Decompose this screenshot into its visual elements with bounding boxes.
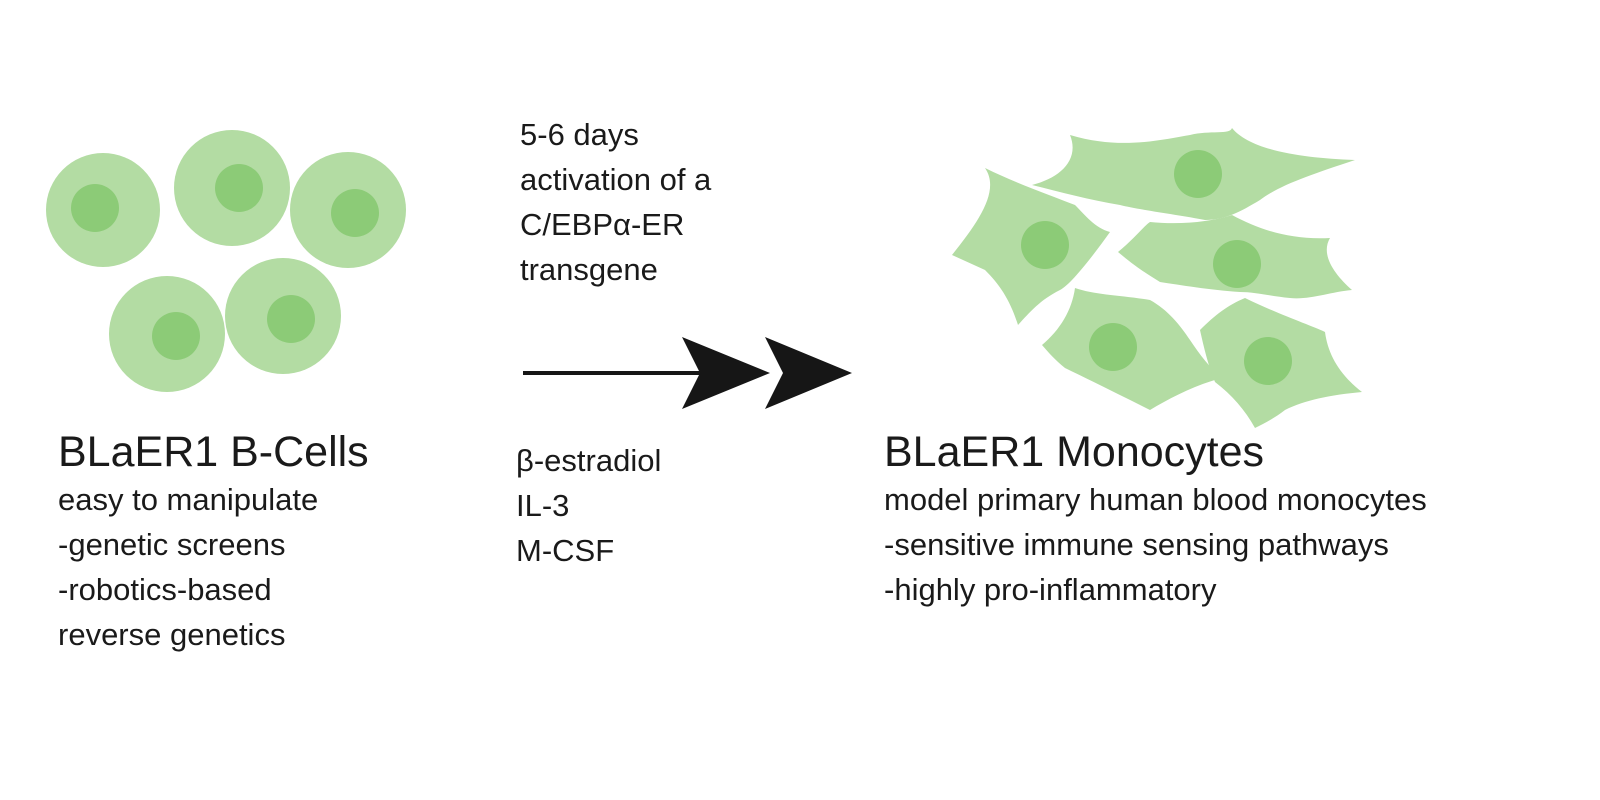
monocytes-line: -sensitive immune sensing pathways xyxy=(884,527,1389,562)
monocyte-cell xyxy=(1032,128,1355,220)
b-cell xyxy=(225,258,341,374)
double-arrowhead-icon xyxy=(523,337,852,409)
monocytes-description: model primary human blood monocytes -sen… xyxy=(884,477,1427,612)
b-cell xyxy=(109,276,225,392)
b-cells-line: reverse genetics xyxy=(58,617,286,652)
condition-line: activation of a xyxy=(520,162,712,197)
factor-line: M-CSF xyxy=(516,533,615,568)
monocytes-title: BLaER1 Monocytes xyxy=(884,428,1265,476)
b-cells-description: easy to manipulate -genetic screens -rob… xyxy=(58,477,318,657)
b-cell xyxy=(46,153,160,267)
b-cell-cluster-icon xyxy=(46,130,406,392)
monocyte-cell xyxy=(1200,298,1362,428)
b-cells-line: -genetic screens xyxy=(58,527,286,562)
transition-conditions: 5-6 days activation of a C/EBPα-ER trans… xyxy=(520,112,711,292)
condition-line: C/EBPα-ER xyxy=(520,207,685,242)
b-cell xyxy=(174,130,290,246)
condition-line: 5-6 days xyxy=(520,117,639,152)
factor-line: β-estradiol xyxy=(516,443,662,478)
monocyte-cell xyxy=(1118,215,1352,299)
b-cells-line: -robotics-based xyxy=(58,572,272,607)
factor-line: IL-3 xyxy=(516,488,570,523)
condition-line: transgene xyxy=(520,252,658,287)
monocytes-line: -highly pro-inflammatory xyxy=(884,572,1217,607)
b-cells-line: easy to manipulate xyxy=(58,482,319,517)
monocytes-line: model primary human blood monocytes xyxy=(884,482,1427,517)
monocyte-cell xyxy=(1042,288,1222,410)
b-cell xyxy=(290,152,406,268)
b-cells-title: BLaER1 B-Cells xyxy=(58,428,369,476)
monocyte-cluster-icon xyxy=(952,128,1362,428)
transition-factors: β-estradiol IL-3 M-CSF xyxy=(516,438,661,573)
monocyte-cell xyxy=(952,168,1110,325)
